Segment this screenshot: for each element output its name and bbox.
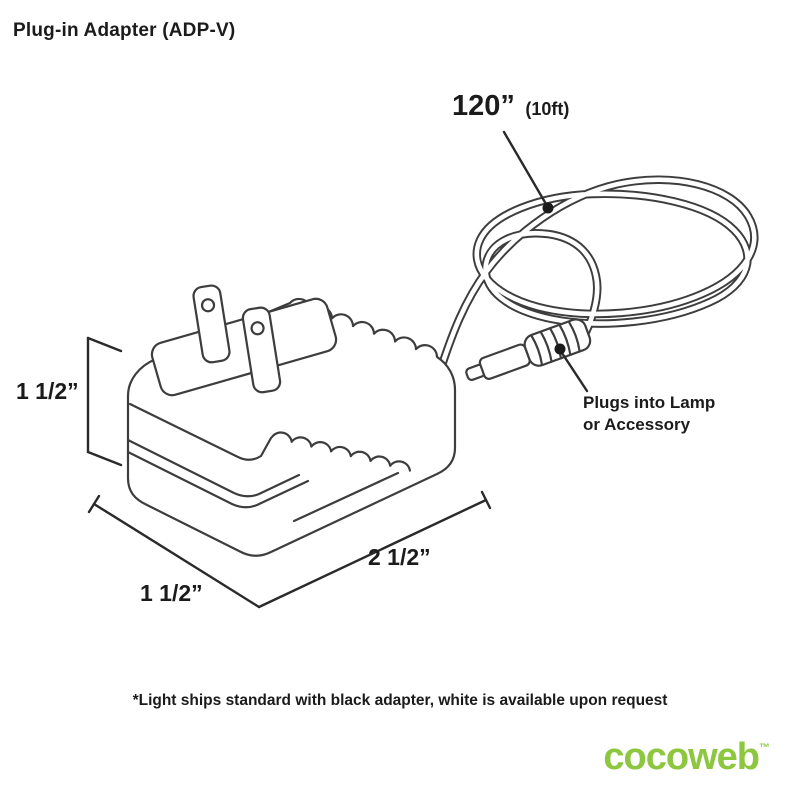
connector-rib-lines xyxy=(530,321,581,366)
plug-leader-dot xyxy=(554,343,566,355)
height-dimension-label: 1 1/2” xyxy=(16,378,79,404)
depth-dim-tick xyxy=(87,494,101,514)
plug-annotation-line2: or Accessory xyxy=(583,415,691,434)
depth-dim-line xyxy=(92,502,261,609)
cable-leader xyxy=(502,130,548,206)
width-dim-tick xyxy=(480,490,492,510)
width-dimension-label: 2 1/2” xyxy=(368,544,431,570)
trademark-symbol: ™ xyxy=(759,742,770,754)
plug-prongs xyxy=(150,284,338,397)
prong-right-hole xyxy=(250,321,265,336)
page-title: Plug-in Adapter (ADP-V) xyxy=(13,20,236,41)
cable-leader-line xyxy=(502,130,554,214)
body-front-ledge-seam xyxy=(292,471,400,523)
power-cord-coil xyxy=(437,175,759,370)
prong-left-hole xyxy=(200,298,216,313)
cord-core xyxy=(439,177,757,368)
base-dimension-lines xyxy=(87,490,492,609)
cable-length-label: 120” (10ft) xyxy=(452,90,569,123)
dc-connector xyxy=(465,318,592,382)
cocoweb-logo-text: cocoweb xyxy=(603,736,760,778)
plug-annotation: Plugs into Lamp or Accessory xyxy=(583,392,715,436)
footnote: *Light ships standard with black adapter… xyxy=(132,692,668,709)
body-mid-seam xyxy=(128,402,273,461)
vent-scallops-middle xyxy=(270,431,411,472)
width-dim-line xyxy=(257,498,488,609)
cable-leader-dot xyxy=(542,202,554,214)
height-dim-tick-top xyxy=(86,336,123,353)
plug-leader-line xyxy=(554,343,589,393)
connector-barrel xyxy=(478,343,531,380)
cocoweb-logo: cocoweb™ xyxy=(603,736,770,779)
depth-dimension-label: 1 1/2” xyxy=(140,580,203,606)
plug-annotation-line1: Plugs into Lamp xyxy=(583,393,716,412)
height-dimension-bracket xyxy=(86,336,123,467)
body-base-rim-upper xyxy=(126,438,301,498)
cord-outline xyxy=(437,175,759,370)
body-base-rim-lower xyxy=(126,450,310,509)
cable-length-alt: (10ft) xyxy=(525,99,570,119)
cable-length-value: 120” xyxy=(452,90,515,122)
plug-leader xyxy=(558,348,589,393)
height-dim-tick-bottom xyxy=(86,450,123,467)
